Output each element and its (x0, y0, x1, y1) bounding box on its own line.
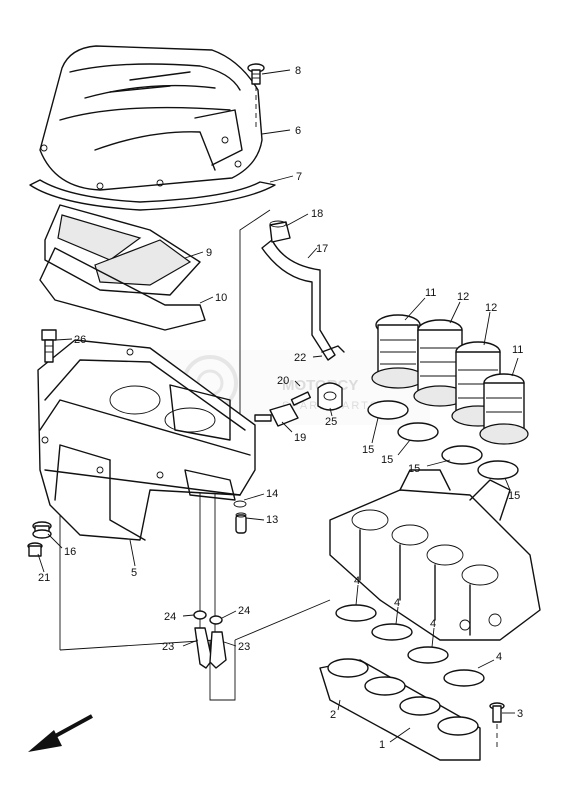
grommet (32, 521, 52, 539)
callout-20: 20 (277, 375, 289, 387)
callout-4-b: 4 (394, 597, 400, 609)
callout-23-right: 23 (238, 641, 250, 653)
velocity-stacks (371, 314, 529, 445)
callout-2: 2 (330, 709, 336, 721)
callout-17: 17 (316, 243, 328, 255)
drain-hose-small (235, 512, 247, 534)
callout-26: 26 (74, 334, 86, 346)
breather-hose (261, 220, 345, 361)
funnel-11-left (371, 314, 425, 389)
callout-19-label: 19 (294, 432, 306, 444)
callout-4-a: 4 (354, 575, 360, 587)
leader-lines (37, 69, 519, 743)
callout-8: 8 (295, 65, 301, 77)
callout-10: 10 (215, 292, 227, 304)
callout-16-label: 16 (64, 546, 76, 558)
callout-21: 21 (38, 572, 50, 584)
callout-25: 25 (325, 416, 337, 428)
callout-15-b: 15 (381, 454, 393, 466)
airbox-case (37, 339, 256, 541)
funnel-bands (367, 400, 519, 480)
callout-1: 1 (379, 739, 385, 751)
callout-14: 14 (266, 488, 278, 500)
callout-15-a: 15 (362, 444, 374, 456)
callout-6: 6 (295, 125, 301, 137)
callout-24-right: 24 (238, 605, 250, 617)
sensor-cap (317, 382, 343, 411)
assembly-guide-lines (59, 209, 331, 701)
hose-clip (233, 500, 247, 508)
air-filter-element (44, 204, 201, 296)
callout-labels: 8 6 7 18 17 9 10 26 22 20 19 25 11 12 12… (38, 65, 523, 751)
airbox-cover (39, 45, 263, 191)
callout-24-left: 24 (164, 611, 176, 623)
funnel-11-right (479, 373, 529, 445)
callout-5: 5 (131, 567, 137, 579)
callout-11-right: 11 (512, 344, 523, 356)
sensor-bolt (290, 391, 312, 406)
throttle-body (329, 469, 541, 641)
callout-4-d: 4 (496, 651, 502, 663)
joint-screw (489, 702, 505, 750)
intake-sensor (254, 403, 299, 427)
drain-plug (27, 542, 43, 557)
callout-15-c: 15 (408, 463, 420, 475)
drain-hoses (194, 627, 227, 669)
joint-clamps (335, 604, 485, 687)
throttle-body-joint (319, 658, 481, 761)
cover-screw (247, 63, 265, 130)
funnel-12-inner-left (413, 319, 467, 407)
callout-4-c: 4 (430, 618, 436, 630)
callout-12-left: 12 (457, 291, 469, 303)
callout-15-d: 15 (508, 490, 520, 502)
callout-11-left: 11 (425, 287, 436, 299)
callout-7: 7 (296, 171, 302, 183)
callout-18: 18 (311, 208, 323, 220)
callout-22: 22 (294, 352, 306, 364)
arrow-down-left-icon (28, 714, 93, 752)
callout-23-left: 23 (162, 641, 174, 653)
callout-12-right: 12 (485, 302, 497, 314)
callout-3: 3 (517, 708, 523, 720)
callout-13: 13 (266, 514, 278, 526)
callout-9: 9 (206, 247, 212, 259)
element-gasket (39, 247, 206, 331)
drain-clips (193, 610, 223, 625)
cover-gasket (29, 179, 276, 211)
